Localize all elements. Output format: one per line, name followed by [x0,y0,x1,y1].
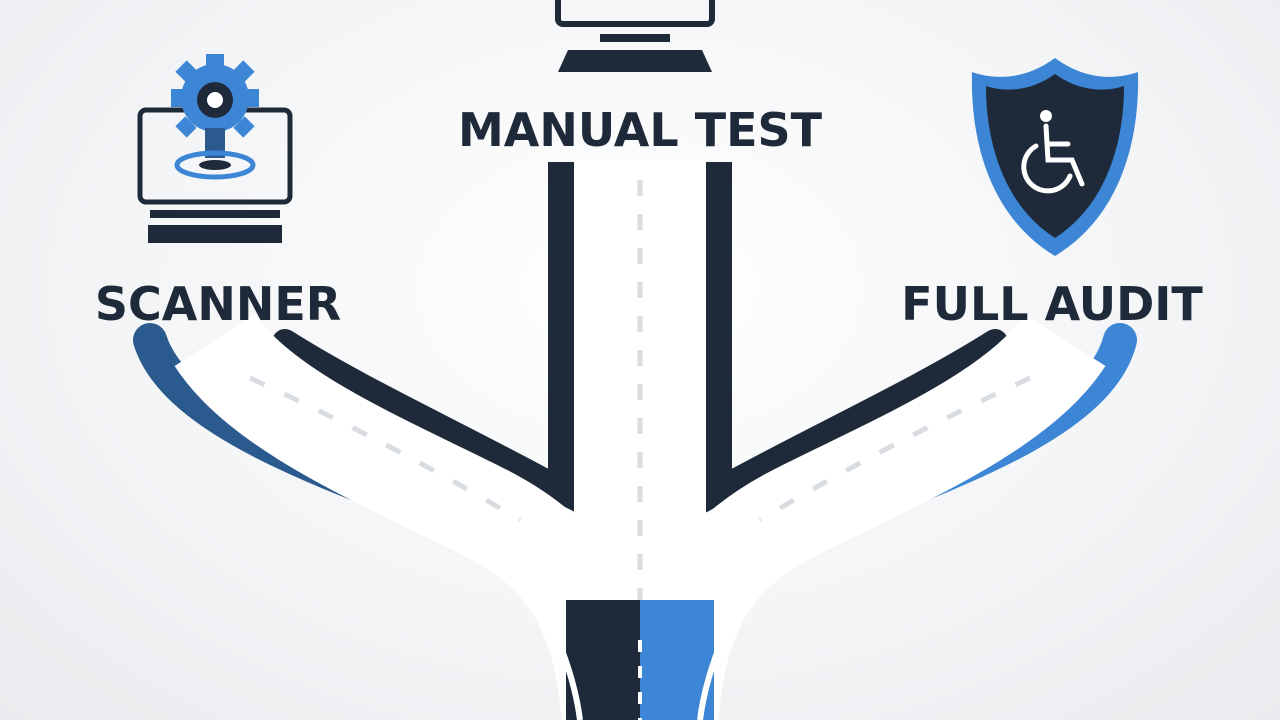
left-road-inner-edge [272,329,593,513]
computer-gear-icon [137,54,293,243]
center-road-right-edge [706,162,732,502]
wheelchair-icon [1021,110,1085,194]
center-road-left-edge [548,162,574,502]
accessibility-shield-icon [971,58,1139,256]
computer-monitor-icon [555,0,715,72]
scanner-label: SCANNER [95,277,341,331]
trunk-left-curb [537,598,583,720]
manual-test-label: MANUAL TEST [458,103,823,157]
road-network [133,160,1137,720]
trunk-right-curb [697,598,743,720]
right-road-inner-edge [689,329,1008,513]
full-audit-label: FULL AUDIT [901,277,1203,331]
